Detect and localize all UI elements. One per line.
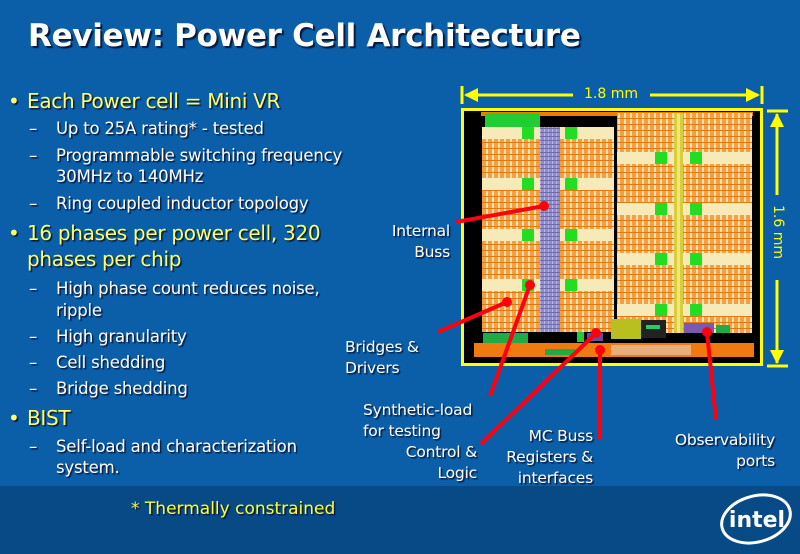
bullet-1: • Each Power cell = Mini VR (8, 89, 281, 113)
width-dimension-arrow (460, 86, 764, 104)
callout-text: Internal (391, 222, 450, 240)
callout-observability-ports: Observability ports (656, 430, 775, 472)
sub-item-text: Cell shedding (56, 353, 166, 372)
callout-text: Buss (414, 243, 450, 261)
sub-item-text: High phase count reduces noise, (56, 279, 320, 298)
sub-item-text: Up to 25A rating* - tested (56, 119, 264, 138)
callout-text: for testing (363, 422, 441, 440)
callout-line-synthetic-load (488, 284, 532, 397)
sub-item: –Up to 25A rating* - tested (29, 118, 264, 139)
bottom-band (0, 486, 800, 554)
callout-line-observability (705, 331, 718, 421)
slide-title: Review: Power Cell Architecture (28, 18, 581, 54)
intel-logo: intel (720, 493, 792, 545)
dash-icon: – (29, 146, 38, 165)
callout-text: MC Buss (528, 427, 594, 445)
callout-line-control-logic (479, 331, 598, 446)
bullet-3-text: BIST (27, 406, 71, 430)
sub-item: –Bridge shedding (29, 378, 188, 399)
intel-logo-text: intel (729, 508, 785, 533)
dash-icon: – (29, 353, 38, 372)
bullet-2-continuation: phases per chip (27, 247, 182, 271)
height-label: 1.6 mm (770, 205, 786, 259)
callout-control-logic: Control & Logic (380, 442, 477, 484)
sub-item: –Ring coupled inductor topology (29, 193, 309, 214)
callout-text: Synthetic-load (363, 401, 473, 419)
callout-text: Drivers (345, 359, 400, 377)
dash-icon: – (29, 379, 38, 398)
callout-lines (437, 201, 718, 446)
sub-item: –Cell shedding (29, 352, 166, 373)
width-label: 1.8 mm (582, 86, 640, 102)
sub-item: –Self-load and characterization (29, 436, 297, 457)
callout-text: Logic (437, 464, 477, 482)
bullet-2-text: 16 phases per power cell, 320 (27, 221, 321, 245)
callout-line-bridges (437, 300, 508, 334)
bullet-icon: • (8, 89, 20, 113)
sub-item-text: Ring coupled inductor topology (56, 194, 309, 213)
sub-item-text: Programmable switching frequency (56, 146, 343, 165)
sub-item-text: High granularity (56, 327, 187, 346)
bullet-icon: • (8, 221, 20, 245)
sub-item: –High granularity (29, 326, 187, 347)
callout-bridges-drivers: Bridges & Drivers (345, 337, 419, 379)
die-photo (461, 108, 763, 366)
callout-mc-buss: MC Buss Registers & interfaces (490, 426, 593, 489)
callout-text: ports (736, 452, 775, 470)
bullet-2: • 16 phases per power cell, 320 (8, 221, 321, 245)
dash-icon: – (29, 194, 38, 213)
callout-text: interfaces (517, 469, 593, 487)
bullet-icon: • (8, 406, 20, 430)
bullet-1-text: Each Power cell = Mini VR (27, 89, 281, 113)
dash-icon: – (29, 327, 38, 346)
callout-text: Bridges & (345, 338, 419, 356)
sub-item-continuation: ripple (56, 301, 102, 320)
sub-item: –High phase count reduces noise, (29, 278, 320, 299)
sub-item-continuation: system. (56, 458, 120, 477)
bullet-3: • BIST (8, 406, 71, 430)
callout-synthetic-load: Synthetic-load for testing (363, 400, 472, 442)
footnote: * Thermally constrained (131, 499, 336, 519)
dash-icon: – (29, 437, 38, 456)
sub-item-text: Self-load and characterization (56, 437, 297, 456)
sub-item-text: Bridge shedding (56, 379, 188, 398)
height-dimension-arrow (767, 109, 788, 368)
sub-item: –Programmable switching frequency (29, 145, 343, 166)
sub-item-continuation: 30MHz to 140MHz (56, 167, 204, 186)
dash-icon: – (29, 279, 38, 298)
callout-text: Registers & (506, 448, 593, 466)
callout-text: Control & (405, 443, 477, 461)
dash-icon: – (29, 119, 38, 138)
callout-line-internal-buss (455, 204, 545, 224)
callout-internal-buss: Internal Buss (372, 221, 450, 263)
callout-text: Observability (674, 431, 775, 449)
